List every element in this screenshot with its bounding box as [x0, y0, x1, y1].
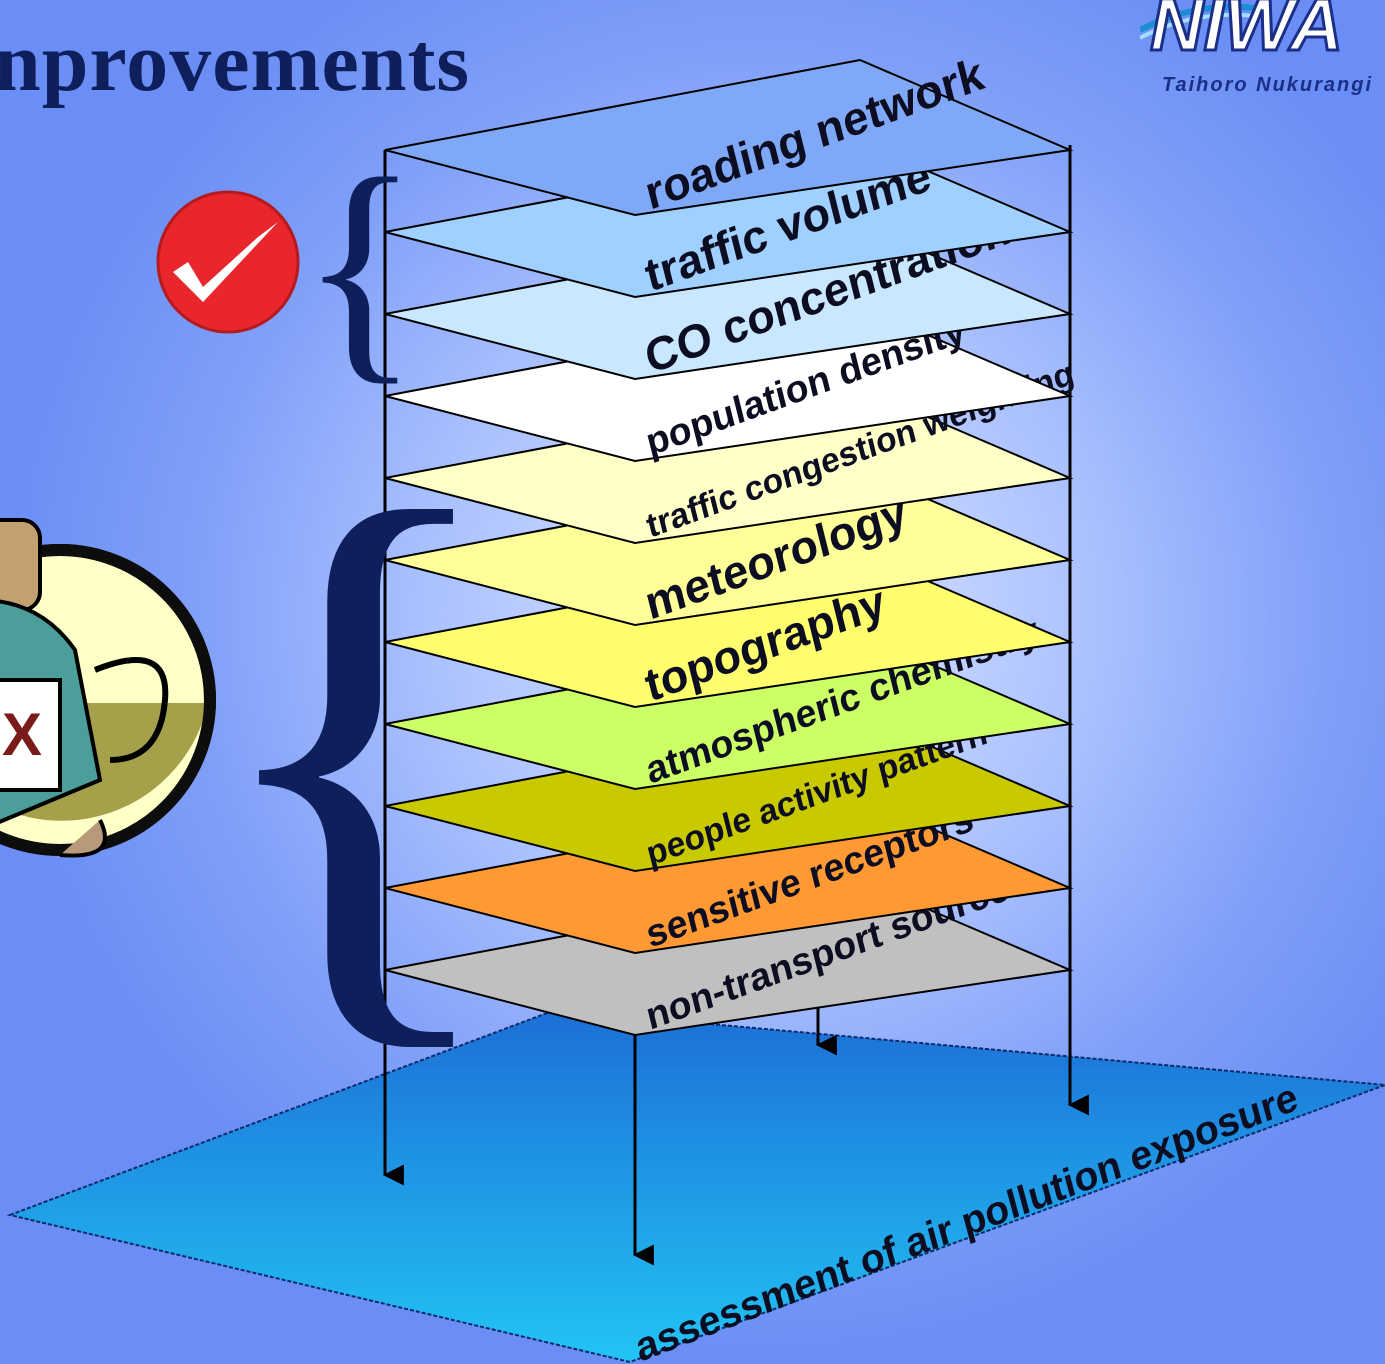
- cross-sign: X: [2, 701, 42, 768]
- brace-small: {: [300, 128, 420, 405]
- person-with-x-sign-icon: X: [0, 518, 216, 858]
- niwa-logo: NIWA: [1138, 0, 1385, 110]
- logo-tagline: Taihoro Nukurangi: [1162, 74, 1374, 96]
- brace-large: {: [200, 381, 512, 1101]
- layer-plane: [384, 58, 1074, 217]
- base-plane: [6, 1008, 1385, 1364]
- slide-title: nprovements: [0, 16, 471, 109]
- logo-wordmark: NIWA: [1150, 0, 1343, 66]
- checkmark-icon: [156, 190, 300, 334]
